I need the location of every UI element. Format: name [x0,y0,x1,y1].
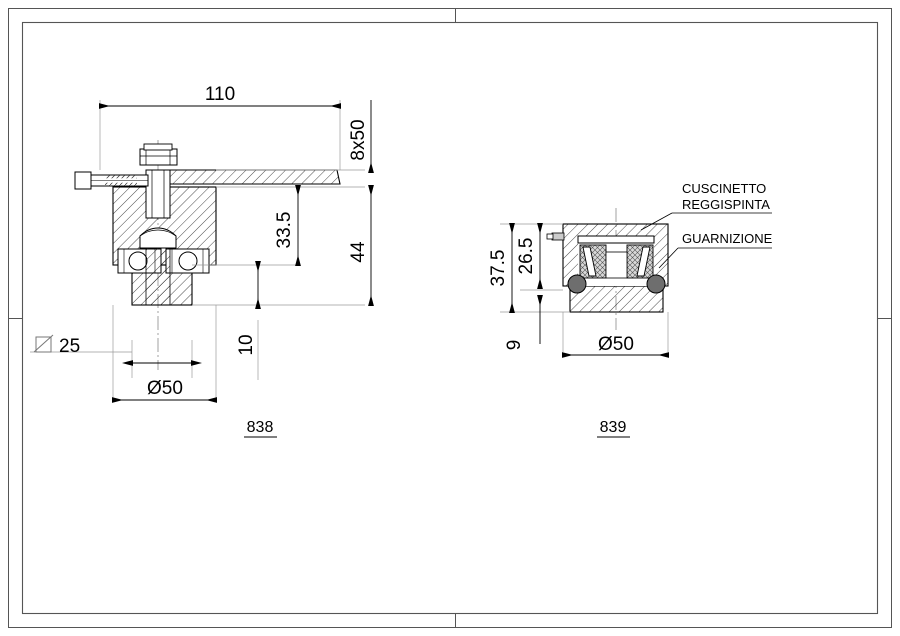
sheet-border-outer [8,8,892,628]
sheet-border-ticks [8,8,892,628]
dim-overall-height-text: 37.5 [488,250,509,287]
horizontal-screw [74,171,149,190]
dim-wheel-diameter: Ø50 [112,378,217,403]
dim-outer-diameter: Ø50 [562,334,669,358]
part-number-838-text: 838 [247,419,274,436]
dim-overall-length: 110 [99,84,341,109]
dim-outer-diameter-text: Ø50 [598,334,634,355]
dim-hub-projection: 10 [236,261,261,356]
thrust-bearing-callout-line2: REGGISPINTA [682,197,770,212]
part-number-839-text: 839 [600,419,627,436]
dim-overall-length-text: 110 [205,84,235,105]
dim-bolt-spacing-text: 8x50 [348,119,369,160]
seal-elements [579,244,654,279]
square-section-icon [33,334,54,353]
thrust-bearing-callout: CUSCINETTO REGGISPINTA [640,181,772,231]
dim-hub-projection-text: 10 [236,334,257,355]
dim-overall-height: 37.5 [488,223,515,313]
seal-callout-line1: GUARNIZIONE [682,231,773,246]
dim-bearing-height: 26.5 [516,223,543,289]
center-bolt [139,143,178,219]
seal-callout: GUARNIZIONE [658,231,773,269]
dim-wheel-diameter-text: Ø50 [147,378,183,399]
square-section-callout: 25 [33,334,80,357]
part-number-838: 838 [244,419,277,438]
thrust-bearing-assembly [117,227,210,305]
dim-total-height-text: 44 [348,241,369,263]
dim-bolt-spacing: 8x50 [348,100,374,173]
sheet-border-inner [21,21,879,615]
dim-bearing-height-text: 26.5 [516,238,537,275]
thrust-bearing-callout-line1: CUSCINETTO [682,181,766,196]
left-view: 110 8x50 44 33.5 10 Ø50 [30,84,374,438]
thrust-bearing-balls [567,274,666,294]
dim-height-to-plate: 33.5 [274,185,301,266]
square-section-value: 25 [59,336,80,357]
left-view-extension-lines [30,100,365,400]
dim-total-height: 44 [348,185,374,306]
right-view: 37.5 26.5 9 Ø50 CUSCINETTO REGGISPINTA [488,181,773,438]
dim-base-height-text: 9 [504,340,525,351]
dim-height-to-plate-text: 33.5 [274,212,295,249]
mounting-plate-section [156,169,341,185]
grease-nipple [546,232,565,241]
part-number-839: 839 [597,419,630,438]
dim-base-height: 9 [504,295,543,351]
